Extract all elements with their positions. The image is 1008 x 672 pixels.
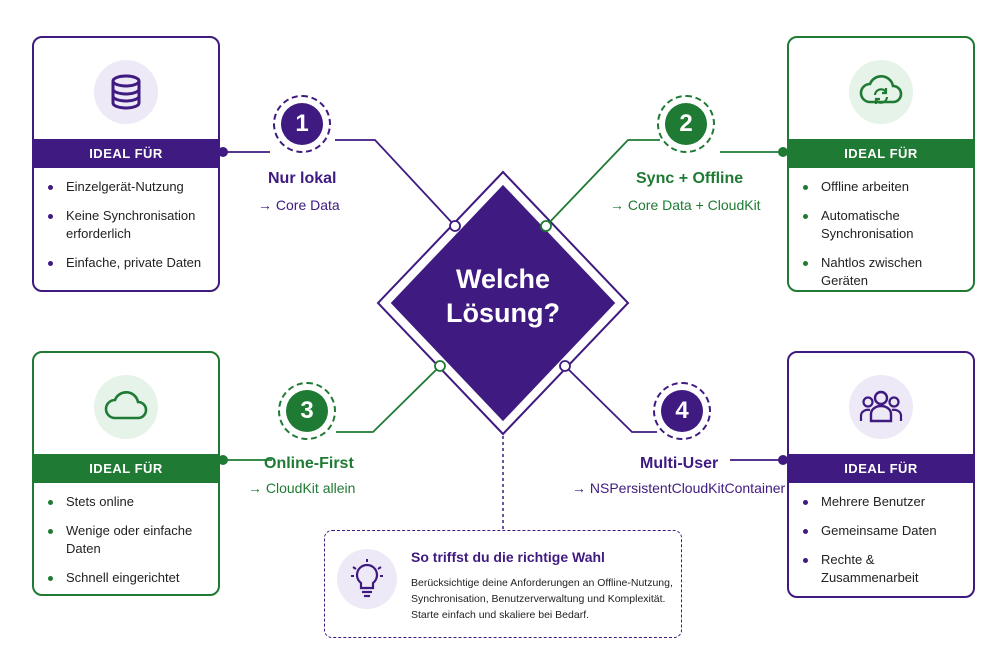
center-question: Welche Lösung? — [423, 262, 583, 330]
option-3-title: Online-First — [264, 455, 354, 472]
option-1-title: Nur lokal — [268, 170, 337, 187]
card-online-first: IDEAL FÜR Stets online Wenige oder einfa… — [32, 351, 220, 596]
cloud-sync-icon — [849, 60, 913, 124]
list-item: Wenige oder einfache Daten — [48, 522, 210, 558]
tip-box: So triffst du die richtige Wahl Berücksi… — [324, 530, 682, 638]
card-list: Mehrere Benutzer Gemeinsame Daten Rechte… — [789, 493, 973, 596]
option-2-number: 2 — [665, 103, 707, 145]
option-1-badge: 1 — [273, 95, 331, 153]
card-list: Offline arbeiten Automatische Synchronis… — [789, 178, 973, 290]
list-item: Einzelgerät-Nutzung — [48, 178, 210, 196]
option-3-solution: → CloudKit allein — [248, 480, 356, 496]
option-4-badge: 4 — [653, 382, 711, 440]
option-2-solution: → Core Data + CloudKit — [610, 197, 761, 213]
card-list: Stets online Wenige oder einfache Daten … — [34, 493, 218, 594]
tip-title: So triffst du die richtige Wahl — [411, 549, 605, 565]
option-4-number: 4 — [661, 390, 703, 432]
card-local: IDEAL FÜR Einzelgerät-Nutzung Keine Sync… — [32, 36, 220, 292]
card-list: Einzelgerät-Nutzung Keine Synchronisatio… — [34, 178, 218, 283]
card-heading: IDEAL FÜR — [789, 139, 973, 168]
option-2-title: Sync + Offline — [636, 170, 744, 187]
list-item: Automatische Synchronisation — [803, 207, 965, 243]
list-item: Offline arbeiten — [803, 178, 965, 196]
center-line-2: Lösung? — [446, 298, 560, 328]
option-3-badge: 3 — [278, 382, 336, 440]
database-icon — [94, 60, 158, 124]
list-item: Rechte & Zusammenarbeit — [803, 551, 965, 587]
list-item: Schnell eingerichtet — [48, 569, 210, 587]
tip-body: Berücksichtige deine Anforderungen an Of… — [411, 577, 673, 621]
option-2-badge: 2 — [657, 95, 715, 153]
option-1-solution: → Core Data — [258, 197, 340, 213]
option-4-solution: → NSPersistentCloudKitContainer — [572, 480, 786, 496]
option-4-title: Multi-User — [640, 455, 719, 472]
option-1-number: 1 — [281, 103, 323, 145]
card-heading: IDEAL FÜR — [789, 454, 973, 483]
list-item: Keine Synchronisation erforderlich — [48, 207, 210, 243]
list-item: Stets online — [48, 493, 210, 511]
card-multi-user: IDEAL FÜR Mehrere Benutzer Gemeinsame Da… — [787, 351, 975, 598]
list-item: Gemeinsame Daten — [803, 522, 965, 540]
card-heading: IDEAL FÜR — [34, 454, 218, 483]
option-3-number: 3 — [286, 390, 328, 432]
list-item: Mehrere Benutzer — [803, 493, 965, 511]
center-line-1: Welche — [455, 264, 551, 294]
list-item: Nahtlos zwischen Geräten — [803, 254, 965, 290]
lightbulb-icon — [337, 549, 397, 609]
card-heading: IDEAL FÜR — [34, 139, 218, 168]
cloud-icon — [94, 375, 158, 439]
list-item: Einfache, private Daten — [48, 254, 210, 272]
card-sync-offline: IDEAL FÜR Offline arbeiten Automatische … — [787, 36, 975, 292]
users-icon — [849, 375, 913, 439]
